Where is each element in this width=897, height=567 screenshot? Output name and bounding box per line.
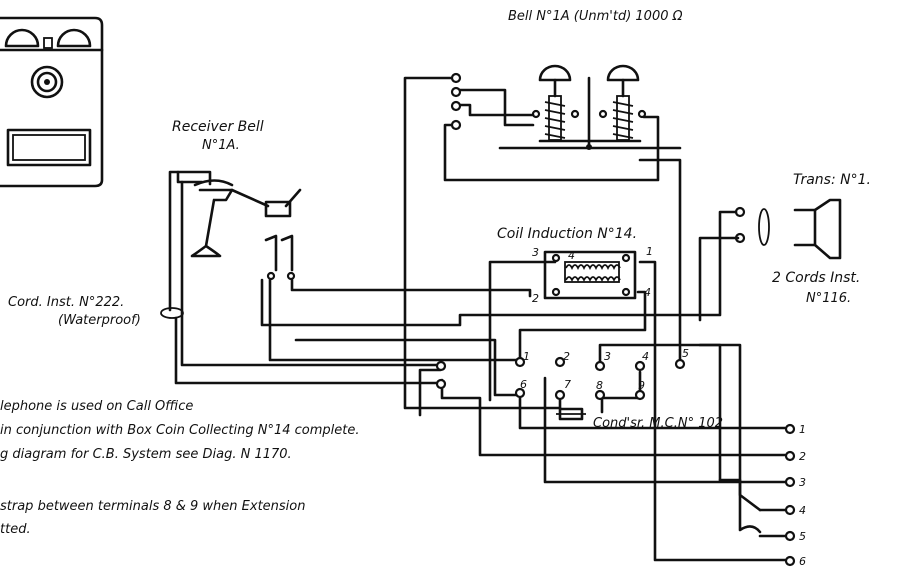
receiver-number-label: N°1A. [202,138,240,153]
cords-label: 2 Cords Inst. [772,270,860,286]
line-terminal-label: 4 [799,504,806,517]
condenser-terminal-label: 3 [604,350,611,363]
cord-terminal-block [160,307,447,390]
line-terminal-label: 6 [799,555,806,567]
cords-number-label: N°116. [806,291,851,306]
condenser-terminal-label: 4 [642,350,649,363]
bell-unit-icon [498,64,682,150]
condenser-terminal-label: 1 [523,350,530,363]
receiver-icon [190,179,302,281]
coil-label: Coil Induction N°14. [497,226,637,242]
cord-inst-label: Cord. Inst. N°222. [8,295,124,310]
wiring [168,76,788,562]
cord-inst-waterproof-label: (Waterproof) [58,313,141,328]
line-terminal-label: 1 [799,423,806,436]
condenser-icon [556,407,586,421]
coil-terminal-label: 1 [646,245,653,258]
telephone-box-icon [0,16,104,188]
coil-terminal-label: 4 [568,249,575,262]
line-terminals [784,423,796,567]
coil-terminal-label: 3 [532,246,539,259]
condenser-label: Cond'sr. M.C.N° 102 [593,416,723,431]
condenser-terminal-label: 5 [682,347,689,360]
condenser-terminal-label: 2 [563,350,570,363]
bell-label: Bell N°1A (Unm'td) 1000 Ω [508,9,683,24]
condenser-terminal-label: 8 [596,379,603,392]
condenser-terminal-label: 7 [564,378,571,391]
induction-coil-icon [543,250,637,300]
line-terminal-label: 5 [799,530,806,543]
transmitter-icon [734,198,842,260]
line-terminal-label: 2 [799,450,806,463]
note-line: lephone is used on Call Office [0,399,193,414]
bell-terminal-block [450,72,462,131]
condenser-terminal-label: 9 [638,379,645,392]
condenser-terminals [514,356,686,401]
coil-terminal-label: 4 [644,286,651,299]
note-line: g diagram for C.B. System see Diag. N 11… [0,447,292,462]
receiver-label: Receiver Bell [172,119,264,135]
note-line: in conjunction with Box Coin Collecting … [0,423,360,438]
coil-terminal-label: 2 [532,292,539,305]
condenser-terminal-label: 6 [520,378,527,391]
line-terminal-label: 3 [799,476,806,489]
note-line: tted. [0,522,31,537]
note-line: strap between terminals 8 & 9 when Exten… [0,499,306,514]
trans-label: Trans: N°1. [793,172,871,188]
